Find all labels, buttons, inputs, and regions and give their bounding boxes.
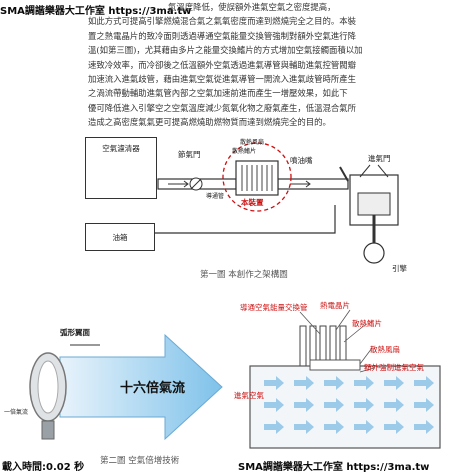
fins-label: 散熱鰭片 [232, 148, 257, 155]
intake-valve-label: 進氣門 [368, 154, 391, 163]
figure-3-art [249, 309, 441, 449]
fuel-tank-label: 油箱 [112, 233, 128, 242]
fan-label-3: 散熱風扇 [370, 345, 400, 354]
forced-air-label: 額外強制進氣空氣 [364, 363, 424, 372]
figure-1-lines [125, 142, 399, 264]
watermark-top: SMA調諧樂器大工作室 https://3ma.tw [0, 6, 192, 17]
watermark-bottom-left: 載入時間:0.02 秒 [2, 462, 85, 473]
amplified-flow-label: 十六倍氣流 [120, 381, 186, 396]
arc-surface-label: 弧形翼面 [60, 328, 90, 337]
intake-air-label: 進氣空氣 [234, 391, 264, 400]
figure-2-caption: 第二圖 空氣倍增技術 [100, 456, 180, 466]
cooling-tube-label: 導通管 [206, 193, 225, 200]
air-intake-label: 一倍氣流 [4, 409, 29, 416]
paragraph-line: 優可降低進入引擎空之空氣溫度減少氮氧化物之廢氣產生，低溫混合氣所 [88, 102, 356, 113]
watermark-bottom-right: SMA調諧樂器大工作室 https://3ma.tw [238, 462, 430, 473]
air-filter-box: 空氣濾清器 [85, 137, 157, 199]
fuel-injector-label: 噴油嘴 [290, 156, 313, 165]
air-filter-label: 空氣濾清器 [102, 144, 140, 153]
valve-label: 節氣門 [178, 150, 201, 159]
paragraph-line: 溫(如第三圖)，尤其藉由多片之能量交換鰭片的方式增加空氣接觸面積以加 [88, 45, 363, 56]
paragraph-line: 置之熱電晶片的致冷面則透過導通空氣能量交換管強制對額外空氣進行降 [88, 30, 356, 41]
figure-3-diagram: 導通空氣能量交換管 熱電晶片 散熱鰭片 散熱風扇 額外強制進氣空氣 進氣空氣 [234, 290, 450, 455]
figure-2-art [29, 333, 223, 441]
paragraph-line: 之渦流帶動輔助進氣管內部之空氣加速前進而產生一增壓效果，如此下 [88, 88, 348, 99]
device-label: 本裝置 [241, 198, 264, 207]
body-paragraph: 氣溫度降低，使誤額外進氣空氣之密度提高， 如此方式可提高引擎燃燒混合氣之氣氧密度… [88, 0, 408, 130]
paragraph-line: 如此方式可提高引擎燃燒混合氣之氣氧密度而達到燃燒完全之目的。本裝 [88, 16, 356, 27]
exchange-tube-label: 導通空氣能量交換管 [240, 303, 308, 312]
fuel-tank-box: 油箱 [85, 223, 155, 251]
paragraph-line: 速致冷效率，而冷卻後之低溫額外空氣透過進氣導管與輔助進氣控管閥瓣 [88, 59, 356, 70]
engine-label: 引擎 [392, 264, 407, 273]
fins-label-3: 散熱鰭片 [352, 319, 382, 328]
figure-1-caption: 第一圖 本創作之架構圖 [200, 270, 288, 280]
paragraph-line: 氣溫度降低，使誤額外進氣空氣之密度提高， [168, 2, 336, 12]
paragraph-line: 加速流入進氣歧管，藉由進氣空氣從進氣導管一開流入進氣歧管時所產生 [88, 74, 356, 85]
figure-1-diagram: 空氣濾清器 節氣門 散熱風扇 散熱鰭片 本裝置 導通管 噴油嘴 進氣門 油箱 引… [0, 135, 450, 285]
figure-2-diagram: 弧形翼面 十六倍氣流 一倍氣流 [0, 325, 230, 455]
paragraph-line: 造成之高密度氣氣更可提高燃燒助燃物質而達到燃燒完全的目的。 [88, 117, 331, 128]
fan-label: 散熱風扇 [240, 139, 265, 146]
chip-label: 熱電晶片 [320, 301, 350, 310]
